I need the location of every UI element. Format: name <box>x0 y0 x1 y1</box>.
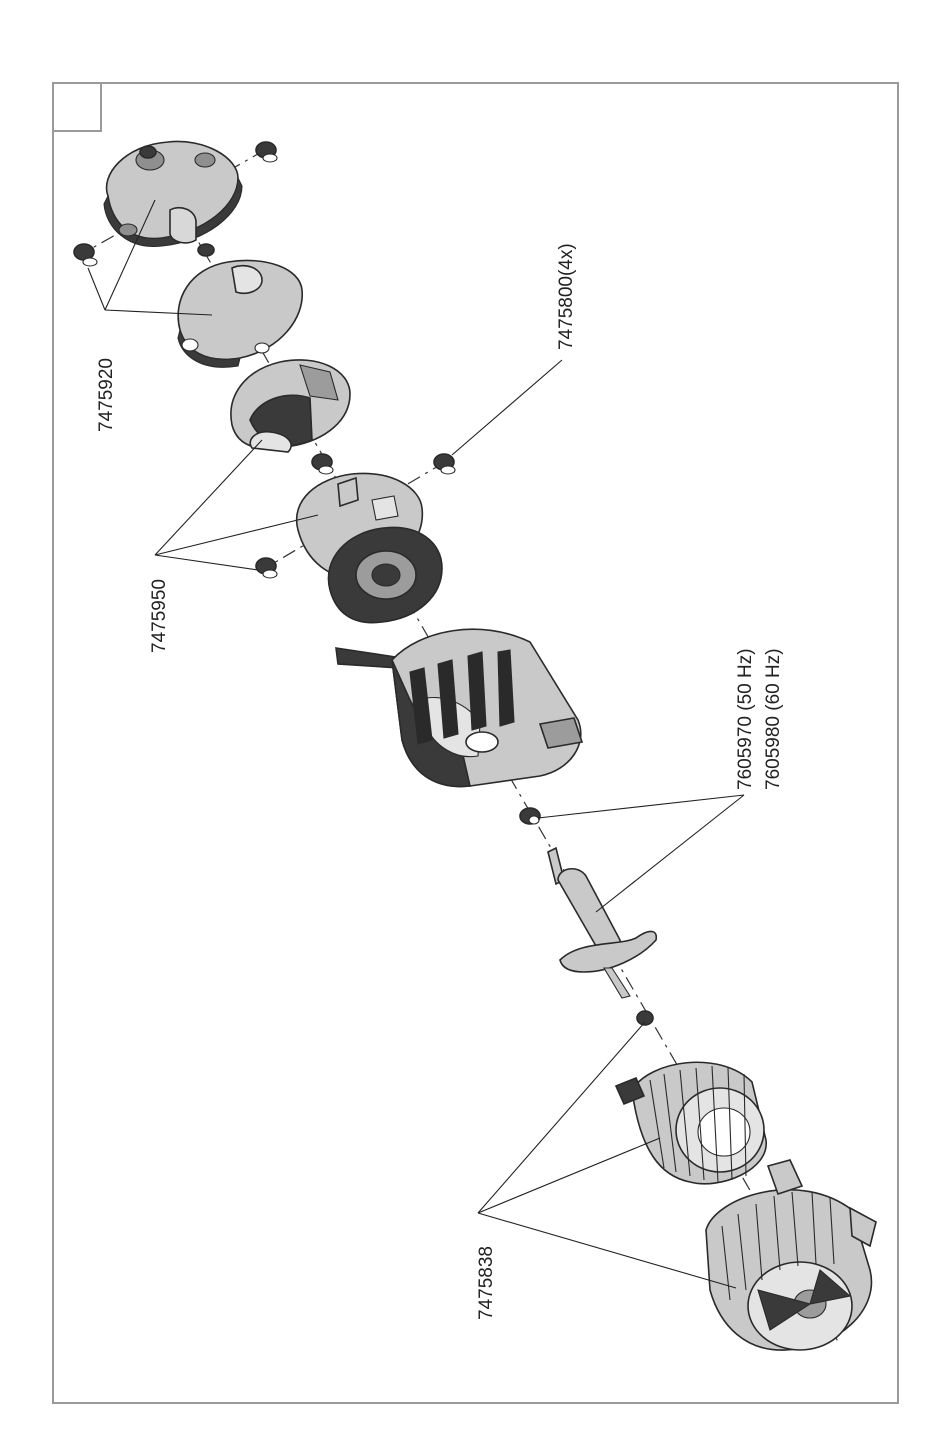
screw-top-right <box>256 142 277 162</box>
label-7475920: 7475920 <box>96 358 117 432</box>
label-7475800: 7475800(4x) <box>556 243 577 350</box>
label-7605970: 7605970 (50 Hz) <box>735 648 756 790</box>
rotor-assembly <box>520 808 656 1025</box>
leader-lines-7475950 <box>155 440 318 570</box>
label-7605980: 7605980 (60 Hz) <box>763 648 784 790</box>
screw-mid-right <box>434 454 455 474</box>
screw-mid-center <box>312 454 333 474</box>
label-7475950: 7475950 <box>149 579 170 653</box>
label-7475838: 7475838 <box>476 1246 497 1320</box>
corner-box <box>53 83 101 131</box>
screw-top-left <box>74 244 97 266</box>
leader-line-7475800 <box>452 360 562 455</box>
end-cap <box>104 141 242 246</box>
intake-cage <box>706 1160 876 1350</box>
screw-mid-left <box>256 558 277 578</box>
motor-body <box>336 629 582 786</box>
rotor-cage <box>616 1062 766 1184</box>
motor-flange <box>297 473 442 622</box>
pump-housing <box>231 360 350 452</box>
